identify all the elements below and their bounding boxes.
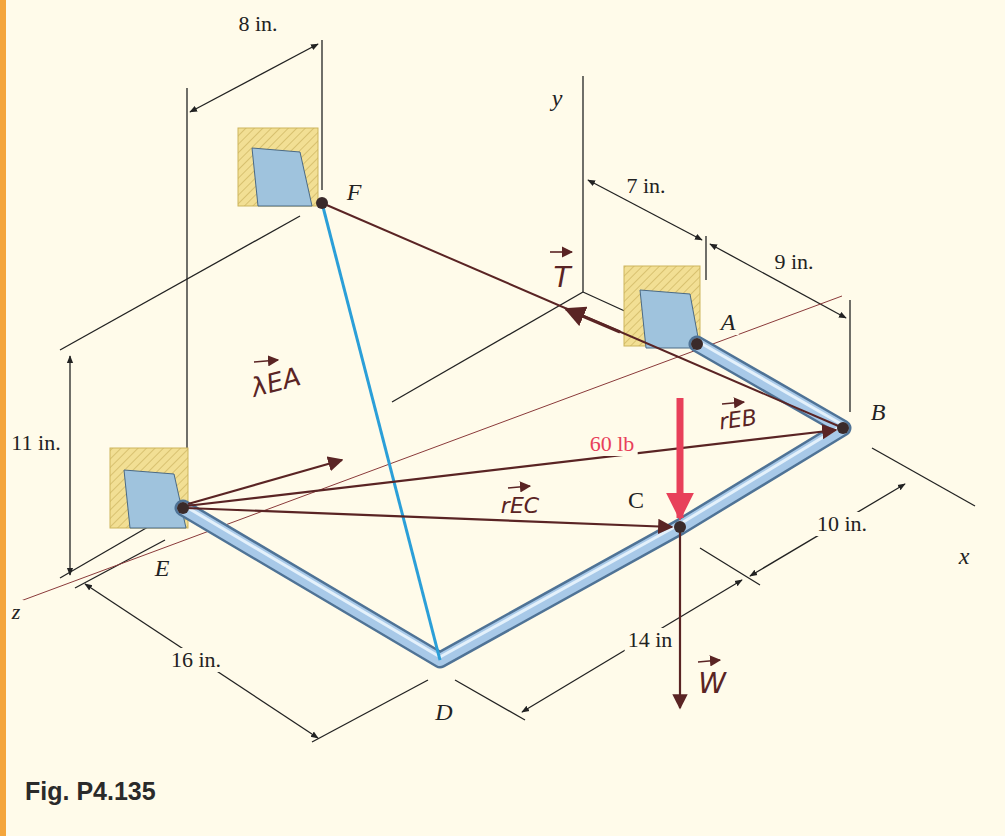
position-vector: [186, 430, 836, 708]
vector-overarrow: [254, 252, 744, 662]
vector-label: rEB: [715, 405, 762, 435]
load-label: 60 lb: [587, 432, 638, 456]
bent-pipe: [183, 341, 843, 660]
point-label: A: [718, 309, 739, 335]
construction-lines: [60, 40, 975, 742]
axis-label: y: [549, 85, 566, 111]
point-label: F: [344, 179, 365, 205]
axis-label: z: [9, 600, 24, 624]
dimension-label: 8 in.: [235, 12, 280, 36]
page-edge: [0, 0, 6, 836]
axis-line: [18, 296, 842, 602]
axis-label: x: [956, 543, 973, 569]
dimension-label: 11 in.: [8, 431, 63, 455]
vector-label: rEC: [498, 494, 542, 518]
wall-support: [110, 128, 700, 528]
point-label: C: [625, 487, 647, 513]
dimension-label: 7 in.: [623, 174, 668, 198]
vector-label: W: [695, 669, 729, 699]
load-arrow: [677, 398, 684, 518]
point-label: E: [152, 555, 173, 581]
vector-label: T: [550, 263, 573, 293]
tension-arrow: [566, 309, 620, 332]
cable: [322, 203, 440, 660]
dimension-label: 16 in.: [168, 648, 224, 672]
dimension-label: 10 in.: [814, 512, 870, 536]
figure-caption: Fig. P4.135: [22, 778, 159, 805]
cable: [322, 203, 843, 428]
dimension-label: 14 in: [625, 628, 676, 652]
point-label: B: [868, 399, 889, 425]
dimension-label: 9 in.: [771, 250, 816, 274]
vector-label: λEA: [246, 361, 307, 402]
joint-dot: [177, 197, 849, 533]
point-label: D: [432, 699, 455, 725]
